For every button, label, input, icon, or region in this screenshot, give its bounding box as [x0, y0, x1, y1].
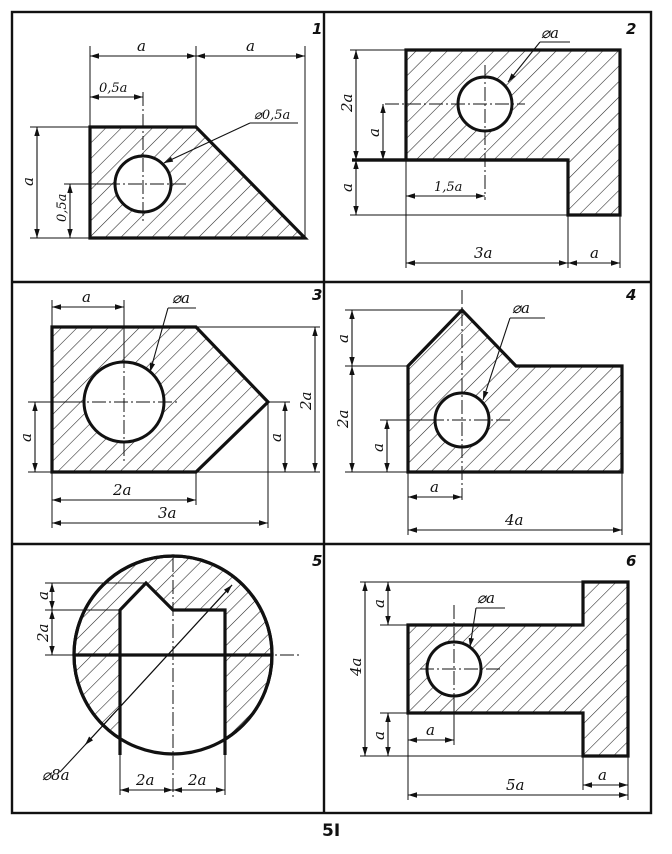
- problem-6: 6 ⌀a a 4a a a 5a a: [347, 552, 636, 800]
- dim-label: 2a: [112, 481, 132, 499]
- problem-2: 2 ⌀a 2a a a 1,5a 3a a: [338, 20, 636, 268]
- dim-label: 3a: [158, 504, 177, 522]
- problem-3: 3 a ⌀a 2a a a 2a 3a: [17, 286, 322, 528]
- dim-label: a: [34, 591, 52, 600]
- dim-label: ⌀8a: [42, 766, 70, 784]
- dim-label: 2a: [135, 771, 155, 789]
- dim-label: a: [369, 443, 387, 452]
- dim-label: a: [426, 721, 435, 739]
- dim-label: a: [137, 37, 146, 55]
- dim-label: a: [338, 183, 356, 192]
- dim-label: a: [267, 433, 285, 442]
- dim-label: a: [82, 288, 91, 306]
- dim-label: a: [334, 334, 352, 343]
- dim-label: a: [590, 244, 599, 262]
- dim-label: 0,5a: [99, 81, 127, 96]
- problem-number: 3: [312, 286, 322, 304]
- problem-number: 4: [625, 286, 636, 304]
- dim-label: 1,5a: [434, 180, 462, 195]
- dim-label: a: [246, 37, 255, 55]
- problem-1: 1 a a 0,5a ⌀0,5a a 0,5a: [19, 20, 322, 240]
- problem-4: 4 ⌀a a 2a a a 4a: [334, 286, 636, 535]
- dim-label: 3a: [474, 244, 493, 262]
- dim-label: 2a: [297, 392, 315, 412]
- dim-label: 2a: [34, 624, 52, 644]
- problem-number: 5: [312, 552, 322, 570]
- part-outline: [406, 580, 630, 758]
- dim-label: a: [598, 766, 607, 784]
- dim-label: 2a: [187, 771, 207, 789]
- problem-5: 5 a 2a ⌀8a 2a 2a: [34, 552, 322, 800]
- dim-label: ⌀a: [477, 589, 495, 607]
- dim-label: a: [17, 433, 35, 442]
- dim-label: a: [370, 599, 388, 608]
- dim-label: a: [430, 478, 439, 496]
- page-number: 5I: [322, 821, 340, 841]
- part-outline: [406, 307, 624, 474]
- problem-number: 2: [626, 20, 636, 38]
- dim-label: a: [19, 177, 37, 186]
- dim-label: ⌀a: [512, 299, 530, 317]
- slot-outline: [118, 580, 227, 755]
- dim-label: a: [370, 731, 388, 740]
- dim-label: 4a: [347, 658, 365, 678]
- dim-label: ⌀a: [172, 289, 190, 307]
- dim-label: 2a: [338, 94, 356, 114]
- dim-label: 5a: [506, 776, 525, 794]
- dim-label: 4a: [504, 511, 524, 529]
- dim-label: a: [365, 128, 383, 137]
- problem-number: 1: [312, 20, 322, 38]
- dim-label: ⌀a: [541, 24, 559, 42]
- dim-label: 2a: [334, 410, 352, 430]
- problem-number: 6: [626, 552, 636, 570]
- dim-label: 0,5a: [55, 194, 70, 222]
- part-outline: [352, 48, 622, 217]
- grid-frame: [10, 10, 653, 815]
- dim-label: ⌀0,5a: [254, 108, 290, 123]
